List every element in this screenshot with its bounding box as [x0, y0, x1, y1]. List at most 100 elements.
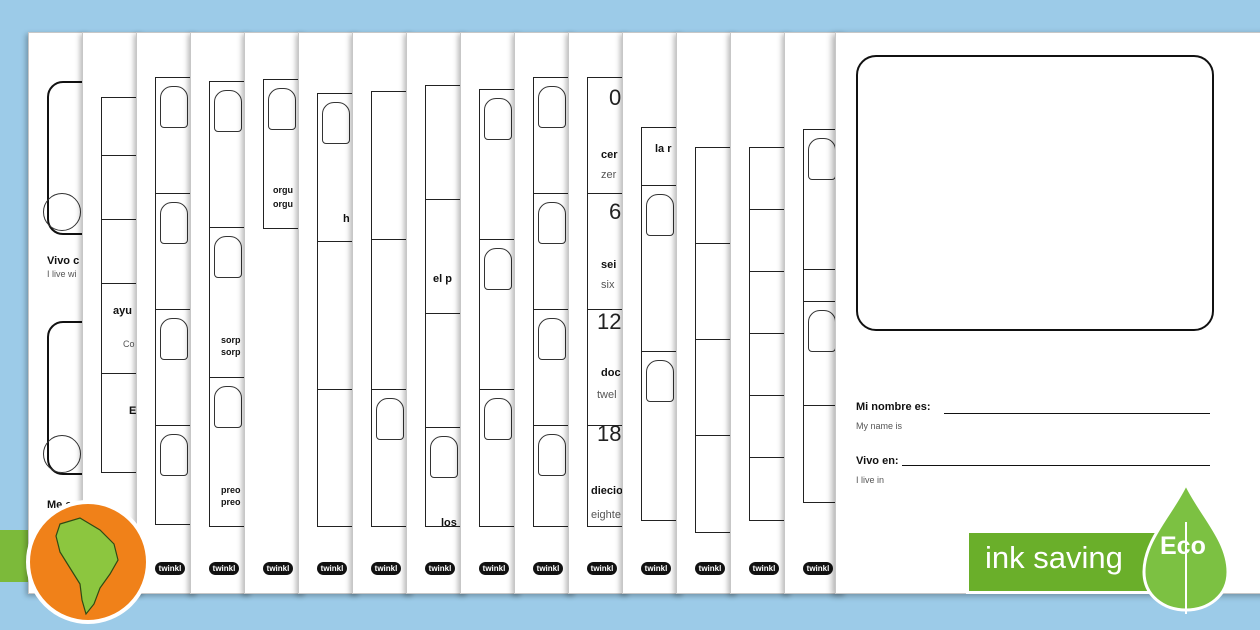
grid-cell [696, 244, 732, 340]
grid-cell [372, 390, 408, 526]
number-label: 18 [597, 421, 622, 446]
grid-cell [534, 310, 570, 426]
twinkl-logo: twinkl [803, 562, 833, 575]
worksheet-page: twinkl [730, 32, 792, 594]
grid-cell [642, 352, 678, 520]
name-line [944, 413, 1210, 414]
grid-cell [750, 272, 786, 334]
grid-cell [642, 128, 678, 186]
grid-cell [696, 148, 732, 244]
card-grid [749, 147, 787, 521]
grid-cell [318, 390, 354, 526]
word-sub: zer [601, 169, 617, 181]
card-grid [533, 77, 571, 527]
pencil-icon [538, 202, 566, 244]
word-label: sei [601, 259, 617, 271]
twinkl-logo: twinkl [425, 562, 455, 575]
card-grid [209, 81, 247, 527]
text-line: Vivo c [47, 255, 80, 267]
worksheet-page: twinkl [514, 32, 576, 594]
doll-icon [322, 102, 350, 144]
worksheet-page: 0 cer zer 6 sei six 12 doc twel 18 dieci… [568, 32, 630, 594]
grid-cell [480, 240, 516, 390]
pencils-icon [430, 436, 458, 478]
name-sub: My name is [856, 421, 903, 431]
live-line [902, 465, 1210, 466]
child-figure-icon [214, 236, 242, 278]
pencil-icon [538, 434, 566, 476]
twinkl-logo: twinkl [695, 562, 725, 575]
child-figure-icon [160, 202, 188, 244]
grid-cell [696, 436, 732, 532]
word-label: cer [601, 149, 618, 161]
grid-cell [372, 240, 408, 390]
grid-cell [480, 90, 516, 240]
grid-cell [426, 86, 462, 200]
grid-cell [426, 200, 462, 314]
twinkl-logo: twinkl [533, 562, 563, 575]
grid-cell [318, 94, 354, 242]
twinkl-logo: twinkl [209, 562, 239, 575]
continent-icon [55, 517, 119, 616]
word-label: orgu [273, 185, 293, 195]
twinkl-logo: twinkl [479, 562, 509, 575]
word-label: diecio [591, 485, 623, 497]
word-label: ayu [113, 305, 132, 317]
photo-frame [47, 81, 89, 235]
twinkl-logo: twinkl [749, 562, 779, 575]
card-grid [479, 89, 517, 527]
chair-icon [646, 194, 674, 236]
worksheet-page: la r twinkl [622, 32, 684, 594]
grid-cell [102, 220, 138, 284]
grid-cell [480, 390, 516, 526]
live-sub: I live in [856, 475, 885, 485]
worksheet-page: twinkl [460, 32, 522, 594]
grid-cell [210, 228, 246, 378]
hand-icon [376, 398, 404, 440]
worksheet-page: twinkl [352, 32, 414, 594]
grid-cell [264, 80, 300, 228]
grid-cell [156, 194, 192, 310]
grid-cell [534, 78, 570, 194]
word-label: orgu [273, 199, 293, 209]
grid-cell [804, 270, 840, 302]
grid-cell [750, 458, 786, 520]
grid-cell [696, 340, 732, 436]
grid-cell [534, 426, 570, 526]
eco-leaf-icon [1142, 482, 1230, 614]
grid-cell [372, 92, 408, 240]
sharpener-icon [484, 398, 512, 440]
eraser-icon [484, 98, 512, 140]
word-label: sorp [221, 335, 241, 345]
ink-saving-badge [966, 530, 1174, 594]
worksheet-page: orgu orgu twinkl [244, 32, 306, 594]
number-label: 6 [609, 199, 622, 224]
grid-cell [588, 310, 629, 426]
card-grid [587, 77, 629, 527]
number-label: 12 [597, 309, 622, 334]
grid-cell [156, 78, 192, 194]
child-figure-icon [268, 88, 296, 130]
word-sub: six [601, 279, 615, 291]
twinkl-logo: twinkl [155, 562, 185, 575]
child-figure-icon [160, 318, 188, 360]
grid-cell [102, 374, 138, 472]
worksheet-page: el p los twinkl [406, 32, 468, 594]
toilet-icon [160, 434, 188, 476]
card-grid [641, 127, 679, 521]
live-label: Vivo en: [856, 455, 899, 467]
child-figure-icon [214, 90, 242, 132]
farmer-icon [808, 138, 836, 180]
lamp-icon [646, 360, 674, 402]
twinkl-logo: twinkl [263, 562, 293, 575]
twinkl-logo: twinkl [641, 562, 671, 575]
grid-cell [102, 284, 138, 374]
word-label: preo [221, 485, 241, 495]
word-label: sorp [221, 347, 241, 357]
grid-cell [426, 428, 462, 526]
word-sub: Co [123, 339, 135, 349]
photo-box [856, 55, 1214, 331]
worksheet-page: sorp sorp preo preo twinkl [190, 32, 252, 594]
twinkl-logo: twinkl [317, 562, 347, 575]
